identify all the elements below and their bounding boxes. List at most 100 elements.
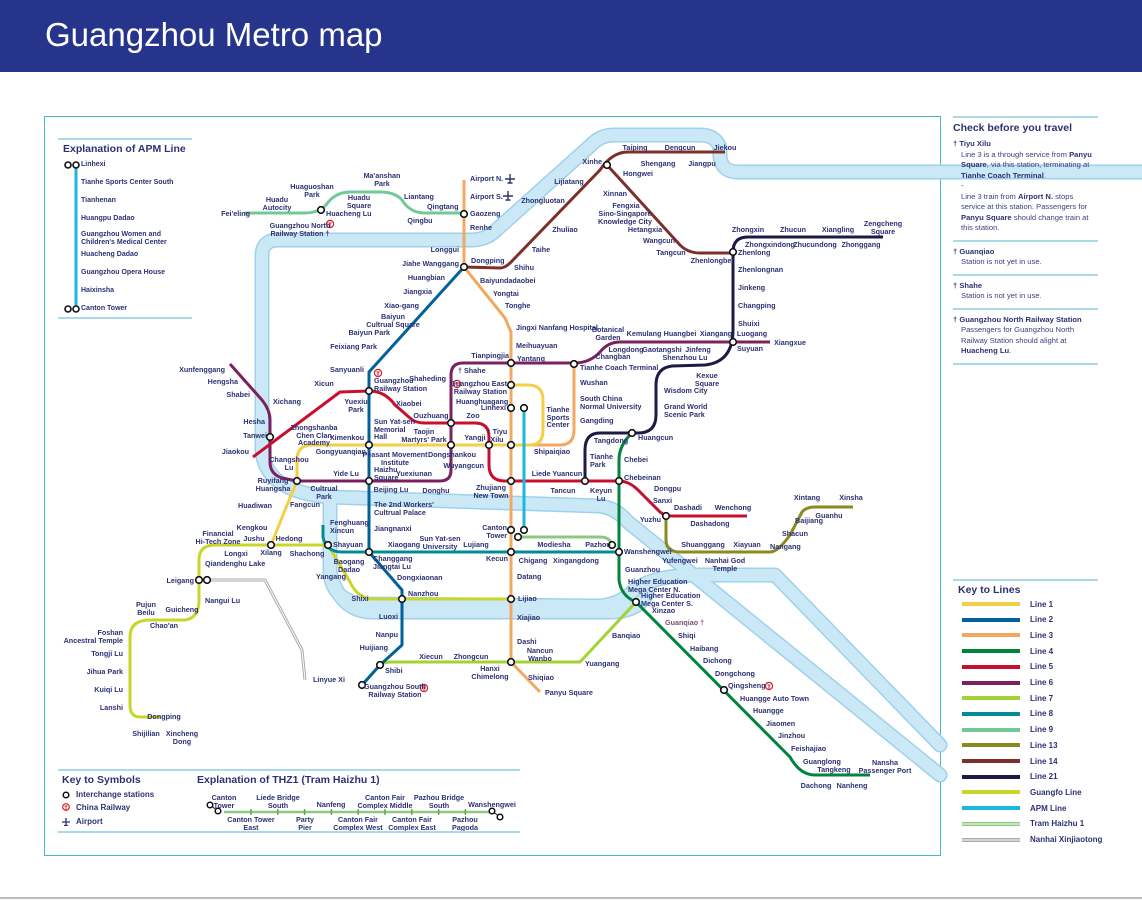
station-label[interactable]: Beijing Lu: [373, 485, 409, 494]
station-label[interactable]: Nanzhou: [408, 589, 439, 598]
station-label[interactable]: Tangkeng: [817, 765, 851, 774]
station-label[interactable]: Ruyifang Huangsha: [255, 476, 291, 493]
station-label[interactable]: Huacheng Lu: [326, 209, 372, 218]
thz1-station[interactable]: Pazhou Bridge South: [413, 793, 465, 810]
station-label[interactable]: Ouzhuang: [413, 411, 449, 420]
station-label[interactable]: Baogang Dadao: [333, 557, 365, 574]
station-label[interactable]: Datang: [517, 572, 542, 581]
station-label[interactable]: Chao'an: [149, 621, 179, 630]
station-label[interactable]: Banqiao: [612, 631, 641, 640]
station-label[interactable]: Baiyundadaobei: [480, 276, 536, 285]
station-label[interactable]: Qingtang: [427, 202, 459, 211]
station-label[interactable]: Jingxi Nanfang Hospital: [516, 323, 598, 332]
thz1-station[interactable]: Liede Bridge South: [256, 793, 300, 810]
station-label[interactable]: Dashi: [517, 637, 537, 646]
station-label[interactable]: Airport S.: [470, 192, 503, 201]
station-label[interactable]: Higher Education Mega Center S.: [641, 591, 701, 608]
interchange-station[interactable]: [728, 247, 738, 257]
apm-station[interactable]: Tianhenan: [81, 197, 116, 204]
station-label[interactable]: Zhongxindong: [745, 240, 795, 249]
interchange-station[interactable]: [357, 680, 367, 690]
station-label[interactable]: Xincheng Dong: [165, 729, 199, 746]
station-label[interactable]: Sanyuanli: [330, 365, 364, 374]
station-label[interactable]: Hongwei: [623, 169, 653, 178]
station-label[interactable]: Jushu: [243, 534, 265, 543]
station-label[interactable]: Jinzhou: [778, 731, 806, 740]
station-label[interactable]: Xunfenggang: [179, 365, 225, 374]
station-label[interactable]: Xingangdong: [553, 556, 599, 565]
station-label[interactable]: Zhujiang New Town: [473, 483, 509, 500]
station-label[interactable]: Fenghuang Xincun: [330, 518, 369, 535]
station-label[interactable]: Changping: [738, 301, 776, 310]
station-label[interactable]: Sun Yat-sen University: [419, 534, 461, 551]
station-label[interactable]: Tancun: [550, 486, 576, 495]
station-label[interactable]: Yide Lu: [333, 469, 359, 478]
station-label[interactable]: Shipaiqiao: [533, 447, 571, 456]
station-label[interactable]: Financial Hi-Tech Zone: [195, 529, 241, 546]
station-label[interactable]: Fei'eling: [221, 209, 250, 218]
interchange-station[interactable]: [631, 597, 641, 607]
thz1-station[interactable]: Pazhou Pagoda: [452, 815, 478, 832]
station-label[interactable]: Botanical Garden: [591, 325, 625, 342]
station-label[interactable]: Kecun: [486, 554, 508, 563]
station-label[interactable]: Pazhou: [585, 540, 611, 549]
interchange-station[interactable]: [614, 476, 624, 486]
station-label[interactable]: Xinhe: [582, 157, 602, 166]
interchange-station[interactable]: [519, 525, 529, 535]
station-label[interactable]: Dichong: [703, 656, 732, 665]
station-label[interactable]: Guanglong: [803, 757, 841, 766]
station-label[interactable]: Taiping: [622, 143, 648, 152]
station-label[interactable]: Huangbei: [663, 329, 697, 338]
station-label[interactable]: Xiangang: [699, 329, 733, 338]
station-label[interactable]: Nanheng: [836, 781, 868, 790]
interchange-station[interactable]: [506, 380, 516, 390]
station-label[interactable]: Sun Yat-sen Memorial Hall: [374, 417, 416, 442]
interchange-station[interactable]: [364, 386, 374, 396]
interchange-station[interactable]: [506, 403, 516, 413]
interchange-station[interactable]: [364, 440, 374, 450]
station-label[interactable]: Yantang: [517, 354, 545, 363]
station-label[interactable]: Xinsha: [839, 493, 863, 502]
station-label[interactable]: Guangzhou South Railway Station: [364, 682, 426, 699]
station-label[interactable]: Zhuliao: [552, 225, 578, 234]
station-label[interactable]: Gongyuanqian: [315, 447, 366, 456]
station-label[interactable]: Dongchong: [715, 669, 755, 678]
station-label[interactable]: Modiesha: [537, 540, 571, 549]
station-label[interactable]: Feixiang Park: [330, 342, 377, 351]
station-label[interactable]: Tongji Lu: [91, 649, 123, 658]
station-label[interactable]: Xiecun: [419, 652, 443, 661]
apm-station[interactable]: Huacheng Dadao: [81, 251, 139, 258]
station-label[interactable]: Tonghe: [505, 301, 531, 310]
station-label[interactable]: Xintang: [793, 493, 821, 502]
station-label[interactable]: Jinfeng: [685, 345, 711, 354]
station-label[interactable]: Liantang: [404, 192, 434, 201]
station-label[interactable]: Huijiang: [359, 643, 388, 652]
interchange-station[interactable]: [719, 685, 729, 695]
interchange-station[interactable]: [519, 403, 529, 413]
station-label[interactable]: Cultrual Park: [310, 484, 338, 501]
station-label[interactable]: Longxi: [224, 549, 248, 558]
station-label[interactable]: † Tiyu Xilu: [486, 427, 508, 444]
station-label[interactable]: Grand World Scenic Park: [664, 402, 708, 419]
station-label[interactable]: Panyu Square: [545, 688, 593, 697]
station-label[interactable]: Guangzhou East Railway Station: [450, 379, 507, 396]
station-label[interactable]: Huadu Square: [346, 193, 372, 210]
station-label[interactable]: Wuyangcun: [443, 461, 484, 470]
station-label[interactable]: Chebeinan: [624, 473, 661, 482]
station-label[interactable]: Canton Tower: [482, 523, 507, 540]
station-label[interactable]: Dongxiaonan: [397, 573, 443, 582]
station-label[interactable]: Tianpingjia: [471, 351, 509, 360]
station-label[interactable]: Kuiqi Lu: [94, 685, 123, 694]
interchange-station[interactable]: [292, 476, 302, 486]
station-label[interactable]: Zhongshanba Chen Clan Academy: [290, 423, 338, 448]
thz1-station[interactable]: Nanfeng: [316, 800, 346, 809]
station-label[interactable]: Nancun Wanbo: [526, 646, 554, 663]
station-label[interactable]: Baiyun Cultrual Square: [366, 312, 420, 329]
station-label[interactable]: Luoxi: [378, 612, 398, 621]
station-label[interactable]: Dashadi: [674, 503, 702, 512]
station-label[interactable]: Kengkou: [236, 523, 268, 532]
station-label[interactable]: Donghu: [422, 486, 450, 495]
station-label[interactable]: Renhe: [470, 223, 492, 232]
station-label[interactable]: Qiandenghu Lake: [205, 559, 266, 568]
station-label[interactable]: Jinkeng: [738, 283, 766, 292]
